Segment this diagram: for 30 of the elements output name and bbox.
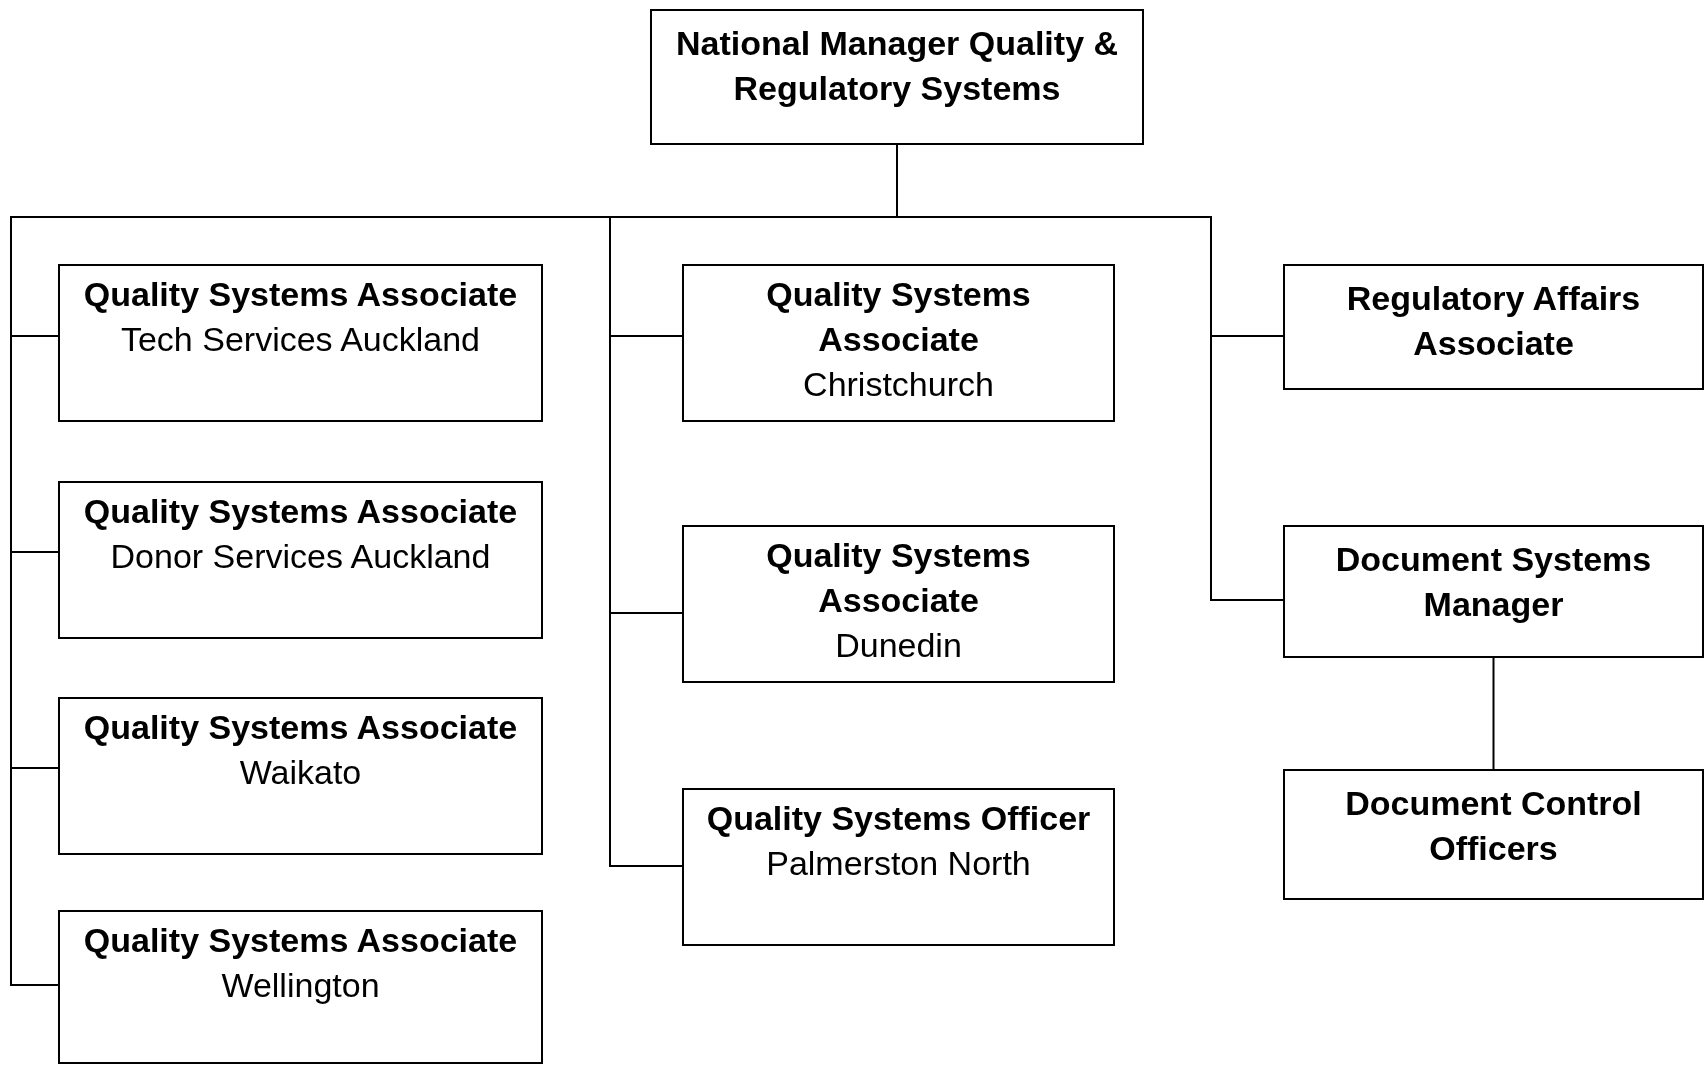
job-title: Regulatory Affairs Associate [1345,278,1642,364]
org-chart-box [682,525,1115,683]
job-title: National Manager Quality & Regulatory Systems [674,23,1120,109]
job-title: Quality Systems Associate [83,491,518,532]
job-title: Quality Systems Associate [83,920,518,961]
location-text: Christchurch [803,364,994,405]
location-text: Donor Services Auckland [110,536,491,577]
location-text: Palmerston North [766,843,1031,884]
location-text: Wellington [221,965,380,1006]
org-chart-box [58,264,543,422]
location-text: Tech Services Auckland [120,319,481,360]
job-title: Quality Systems Associate [765,535,1032,621]
org-chart-box [58,910,543,1064]
job-title: Quality Systems Officer [706,798,1091,839]
job-title: Document Control Officers [1344,783,1643,869]
org-chart-box [1283,525,1704,658]
org-chart-box [682,264,1115,422]
org-chart-box [650,9,1144,145]
connector-line [1492,657,1495,770]
org-chart-box [58,697,543,855]
job-title: Quality Systems Associate [83,707,518,748]
org-chart-box [682,788,1115,946]
org-chart-box [58,481,543,639]
org-chart-box [1283,769,1704,900]
location-text: Waikato [239,752,362,793]
location-text: Dunedin [835,625,962,666]
job-title: Quality Systems Associate [83,274,518,315]
org-chart-box [1283,264,1704,390]
job-title: Document Systems Manager [1334,539,1653,625]
job-title: Quality Systems Associate [765,274,1032,360]
